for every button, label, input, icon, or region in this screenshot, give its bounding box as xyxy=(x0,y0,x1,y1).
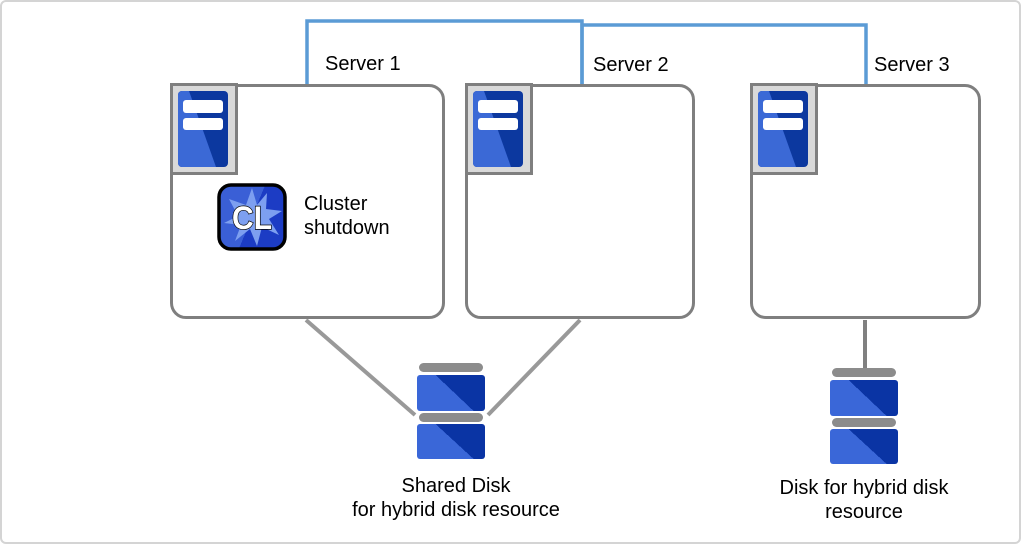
cl-gear-shape xyxy=(224,188,282,246)
server3-tower-icon xyxy=(750,83,818,175)
shared-disk-label-line1: Shared Disk xyxy=(401,475,511,497)
server3-label: Server 3 xyxy=(874,54,950,76)
hybrid-disk-label-line1: Disk for hybrid disk xyxy=(779,477,949,499)
cluster-shutdown-icon: CL xyxy=(217,183,287,251)
server2-tower-icon xyxy=(465,83,533,175)
cluster-shutdown-label-line1: Cluster xyxy=(304,193,368,215)
hybrid-disk-label-line2: resource xyxy=(825,501,903,523)
connector-server1-shared-disk xyxy=(304,318,417,417)
hybrid-disk-label: Disk for hybrid disk resource xyxy=(714,476,1014,524)
cl-icon-text: CL xyxy=(232,200,272,236)
hybrid-disk-icon xyxy=(830,368,898,464)
connector-server2-shared-disk xyxy=(486,318,582,417)
shared-disk-label: Shared Disk for hybrid disk resource xyxy=(306,474,606,522)
cluster-shutdown-label: Cluster shutdown xyxy=(304,192,390,240)
network-line-server1-server2 xyxy=(305,19,584,87)
shared-disk-icon xyxy=(417,363,485,459)
cluster-shutdown-label-line2: shutdown xyxy=(304,217,390,239)
shared-disk-label-line2: for hybrid disk resource xyxy=(352,499,560,521)
server1-tower-icon xyxy=(170,83,238,175)
server2-box xyxy=(465,84,695,319)
server1-label: Server 1 xyxy=(325,53,401,75)
server2-label: Server 2 xyxy=(593,54,669,76)
